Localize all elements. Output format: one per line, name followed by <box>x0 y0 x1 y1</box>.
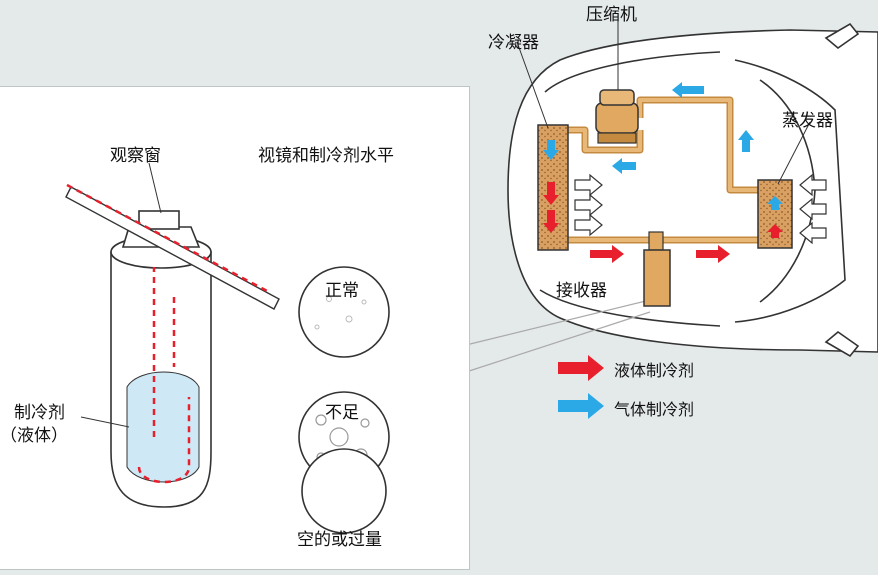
callout-lines <box>465 299 651 373</box>
refrigerant-state-label: （液体） <box>0 426 68 446</box>
airflow-arrows <box>574 173 827 245</box>
gas-arrow <box>767 196 783 210</box>
refrigerant-pipes-inner <box>566 98 770 242</box>
sight-glass-panel <box>0 86 470 570</box>
liquid-arrow <box>543 182 559 205</box>
sight-level-title: 视镜和制冷剂水平 <box>258 146 394 166</box>
refrigerant-leader <box>80 416 130 428</box>
sight-glass-empty-or-excess <box>301 448 387 534</box>
compressor <box>595 20 639 144</box>
liquid-arrow <box>696 245 730 263</box>
liquid-arrow <box>590 245 624 263</box>
legend-gas-arrow <box>558 393 604 419</box>
liquid-flow-dashes <box>66 183 270 484</box>
gas-flow-arrows <box>543 82 783 210</box>
sight-glass-label: 观察窗 <box>110 146 161 166</box>
receiver-label: 接收器 <box>556 281 607 301</box>
liquid-arrow <box>543 210 559 233</box>
condenser-label: 冷凝器 <box>488 33 539 53</box>
liquid-arrow <box>767 224 783 238</box>
gas-arrow <box>543 140 559 160</box>
refrigerant-label: 制冷剂 <box>14 403 65 423</box>
receiver <box>643 231 671 307</box>
liquid-flow-arrows <box>543 182 783 263</box>
legend-liquid-arrow <box>558 355 604 381</box>
legend-swatches <box>558 355 604 419</box>
compressor-label: 压缩机 <box>586 5 637 25</box>
sight-glass-drawing <box>65 162 390 534</box>
insufficient-label: 不足 <box>325 403 359 423</box>
legend-gas-label: 气体制冷剂 <box>614 400 695 419</box>
gas-arrow <box>612 158 636 174</box>
empty-or-excess-label: 空的或过量 <box>297 530 382 550</box>
gas-arrow <box>738 130 754 152</box>
legend-liquid-label: 液体制冷剂 <box>614 361 695 380</box>
normal-label: 正常 <box>325 281 359 301</box>
inlet-outlet-pipe <box>65 186 280 310</box>
gas-arrow <box>672 82 704 98</box>
evaporator-label: 蒸发器 <box>782 111 833 131</box>
sight-glass-normal <box>298 266 390 358</box>
liquid-zone <box>126 371 200 483</box>
sight-glass-leader <box>148 162 162 214</box>
